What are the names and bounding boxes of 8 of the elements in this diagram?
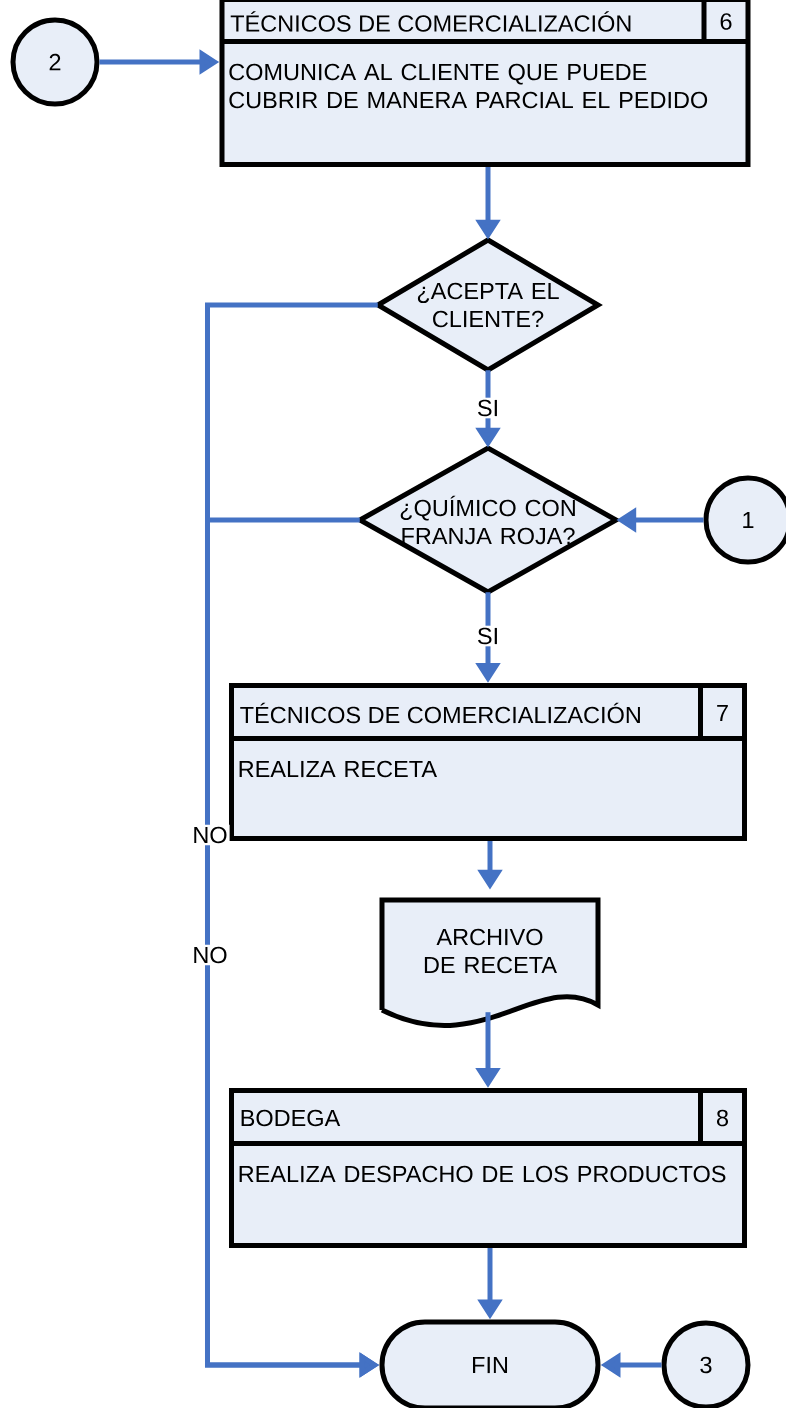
edge-label: NO <box>190 944 230 966</box>
edge-label: SI <box>474 397 502 419</box>
edge-label: NO <box>190 824 230 846</box>
process-box: TÉCNICOS DE COMERCIALIZACIÓN 6 COMUNICA AL CLIENTE QUE PUEDE CUBRIR DE MANERA PARCIAL EL PEDIDO <box>219 0 751 167</box>
process-box: TÉCNICOS DE COMERCIALIZACIÓN 7 REALIZA RECETA <box>229 683 747 841</box>
document-shape: ARCHIVO DE RECETA <box>379 897 601 1028</box>
edge-label: SI <box>474 625 502 647</box>
process-box: BODEGA 8 REALIZA DESPACHO DE LOS PRODUCTOS <box>229 1088 747 1248</box>
